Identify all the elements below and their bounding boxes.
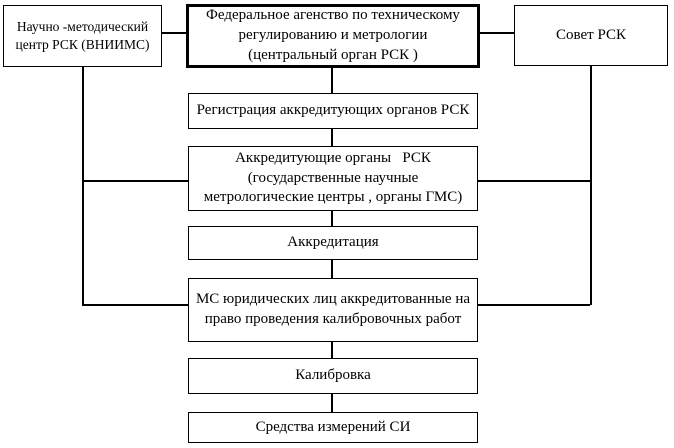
connector-accrediting-to-accreditation [331,211,333,226]
node-federal-agency-central-body: Федеральное агенство по техническому рег… [186,4,480,68]
node-rsk-council: Совет РСК [514,5,668,66]
node-measuring-instruments: Средства измерений СИ [188,412,478,443]
node-science-methodology-center: Научно -методический центр РСК (ВНИИМС) [3,5,162,67]
connector-legal-entities-to-calibration [331,342,333,358]
connector-nmc-to-federal [162,32,186,34]
connector-right-vertical [590,66,592,305]
node-calibration: Калибровка [188,358,478,394]
connector-left-to-accrediting [82,180,188,182]
connector-legal-entities-to-right [478,304,590,306]
connector-registration-to-accrediting [331,129,333,146]
node-accredited-legal-entities: МС юридических лиц аккредитованные на пр… [188,278,478,342]
connector-left-to-legal-entities [82,304,188,306]
connector-federal-to-council [480,32,514,34]
connector-left-vertical [82,67,84,305]
connector-calibration-to-instruments [331,394,333,412]
connector-accrediting-to-right [478,180,590,182]
connector-federal-to-registration [331,68,333,93]
node-accrediting-bodies: Аккредитующие органы РСК (государственны… [188,146,478,211]
node-accreditation: Аккредитация [188,226,478,260]
connector-accreditation-to-legal-entities [331,260,333,278]
node-registration-of-accrediting-bodies: Регистрация аккредитующих органов РСК [188,93,478,129]
